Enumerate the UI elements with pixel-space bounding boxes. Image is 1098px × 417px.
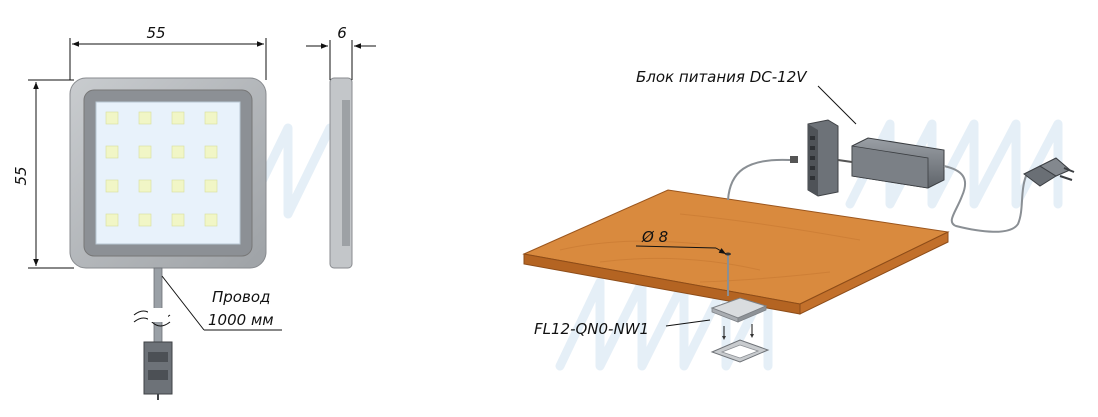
diameter-label: Ø 8 bbox=[641, 228, 668, 246]
power-unit-label-group: Блок питания DC-12V bbox=[636, 68, 857, 125]
model-label-group: FL12-QN0-NW1 bbox=[534, 319, 711, 338]
cable-label-group: Провод 1000 мм bbox=[161, 275, 282, 331]
power-unit-label: Блок питания DC-12V bbox=[636, 68, 808, 86]
mounted-panel bbox=[710, 297, 768, 340]
width-dimension: 55 bbox=[69, 24, 267, 80]
led-1-0 bbox=[105, 145, 119, 159]
led-2-3 bbox=[204, 179, 218, 193]
power-supply-icon bbox=[837, 137, 1027, 233]
mounting-frame bbox=[710, 339, 770, 363]
height-dimension: 55 bbox=[12, 79, 74, 269]
led-3-2 bbox=[171, 213, 185, 227]
led-1-1 bbox=[138, 145, 152, 159]
wooden-shelf bbox=[522, 189, 950, 315]
cable-length-label: 1000 мм bbox=[208, 311, 274, 329]
height-dim-label: 55 bbox=[12, 166, 30, 185]
led-0-0 bbox=[105, 111, 119, 125]
led-0-2 bbox=[171, 111, 185, 125]
led-2-1 bbox=[138, 179, 152, 193]
led-2-0 bbox=[105, 179, 119, 193]
led-0-3 bbox=[204, 111, 218, 125]
led-1-3 bbox=[204, 145, 218, 159]
led-3-0 bbox=[105, 213, 119, 227]
hole-cable bbox=[725, 252, 731, 296]
square-led-panel-icon bbox=[69, 77, 267, 269]
led-3-3 bbox=[204, 213, 218, 227]
distributor-block-icon bbox=[807, 119, 839, 197]
led-0-1 bbox=[138, 111, 152, 125]
power-cable bbox=[727, 156, 798, 201]
led-grid bbox=[105, 111, 218, 227]
cable-label: Провод bbox=[212, 288, 270, 306]
depth-dimension: 6 bbox=[306, 24, 376, 80]
panel-side-view-icon bbox=[329, 77, 353, 269]
led-1-2 bbox=[171, 145, 185, 159]
power-plug-icon bbox=[1023, 157, 1075, 187]
led-3-1 bbox=[138, 213, 152, 227]
width-dim-label: 55 bbox=[146, 24, 165, 42]
led-2-2 bbox=[171, 179, 185, 193]
diameter-label-group: Ø 8 bbox=[635, 228, 727, 255]
cable-connector-icon bbox=[133, 267, 173, 400]
model-label: FL12-QN0-NW1 bbox=[534, 320, 649, 338]
depth-dim-label: 6 bbox=[337, 24, 347, 42]
